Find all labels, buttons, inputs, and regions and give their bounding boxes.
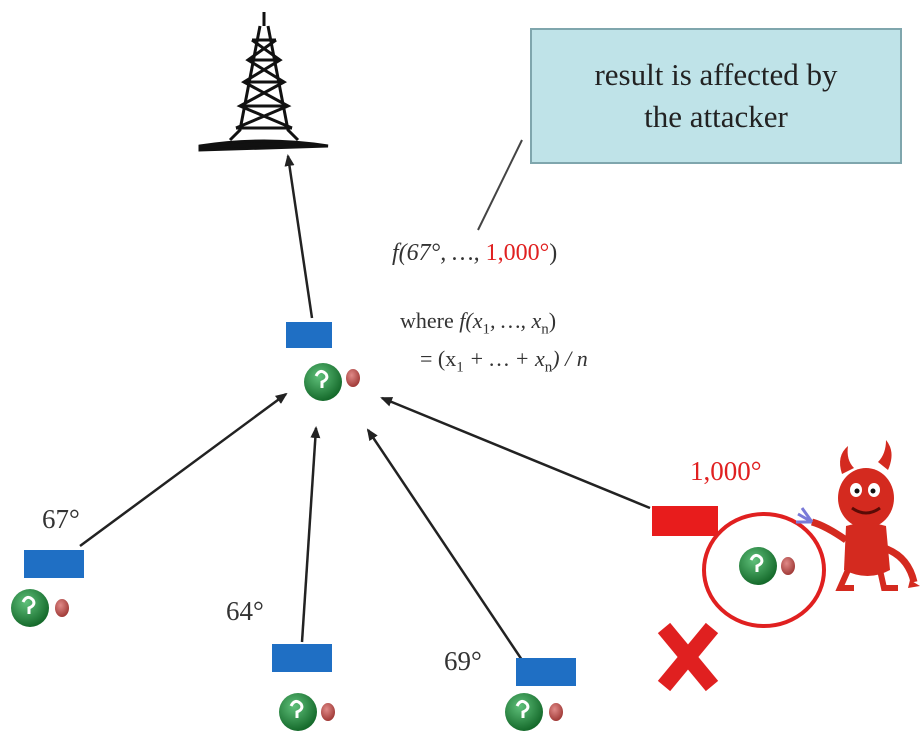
- callout-line-2: the attacker: [644, 99, 788, 134]
- right-packet: [516, 658, 576, 686]
- middle-reading-label: 64°: [226, 596, 264, 626]
- left-reading-label: 67°: [42, 504, 80, 534]
- compromised-node-circle: [702, 512, 826, 628]
- eq-sub-1: 1: [456, 359, 464, 376]
- arrow-left-to-aggregator: [79, 392, 288, 548]
- arrow-right-to-aggregator: [366, 428, 524, 661]
- middle-packet: [272, 644, 332, 672]
- aggregate-definition: where f(x1, …, xn): [400, 308, 556, 338]
- where-sub-n: n: [541, 321, 549, 338]
- eq-prefix: = (x: [420, 346, 457, 371]
- radio-tower-icon: [198, 12, 329, 152]
- attacker-sensor-node-icon: [739, 547, 795, 585]
- callout-pointer: [477, 139, 523, 231]
- aggregate-equation: = (x1 + … + xn) / n: [420, 346, 588, 376]
- where-mid: , …, x: [489, 308, 542, 333]
- aggregate-func-close: ): [549, 240, 558, 266]
- middle-sensor-node-icon: [279, 693, 335, 731]
- eq-sub-n: n: [544, 359, 553, 376]
- attacker-packet: [652, 506, 718, 536]
- right-sensor-node-icon: [505, 693, 563, 731]
- where-sub-1: 1: [482, 321, 490, 338]
- attacker-callout: result is affected by the attacker: [530, 28, 902, 164]
- aggregator-sensor-node-icon: [304, 363, 360, 401]
- where-prefix: where: [400, 308, 460, 333]
- arrow-middle-to-aggregator: [300, 426, 321, 643]
- left-sensor-node-icon: [11, 589, 69, 627]
- where-func: f(x: [459, 308, 483, 333]
- callout-line-1: result is affected by: [594, 57, 838, 92]
- right-reading-label: 69°: [444, 646, 482, 676]
- where-end: ): [548, 308, 557, 333]
- eq-end: ) / n: [552, 346, 588, 371]
- aggregator-packet: [286, 322, 332, 348]
- aggregate-attacker-value: 1,000°: [485, 240, 550, 266]
- x-mark-icon: [657, 622, 719, 692]
- devil-attacker-icon: [796, 440, 920, 591]
- aggregate-func-open: f(67°, …,: [392, 240, 486, 266]
- eq-mid: + … + x: [463, 346, 545, 371]
- left-packet: [24, 550, 84, 578]
- arrow-aggregator-to-tower: [284, 154, 314, 319]
- arrow-attacker-to-aggregator: [380, 396, 651, 510]
- aggregate-result: f(67°, …, 1,000°): [392, 240, 557, 267]
- attacker-reading-label: 1,000°: [690, 456, 762, 486]
